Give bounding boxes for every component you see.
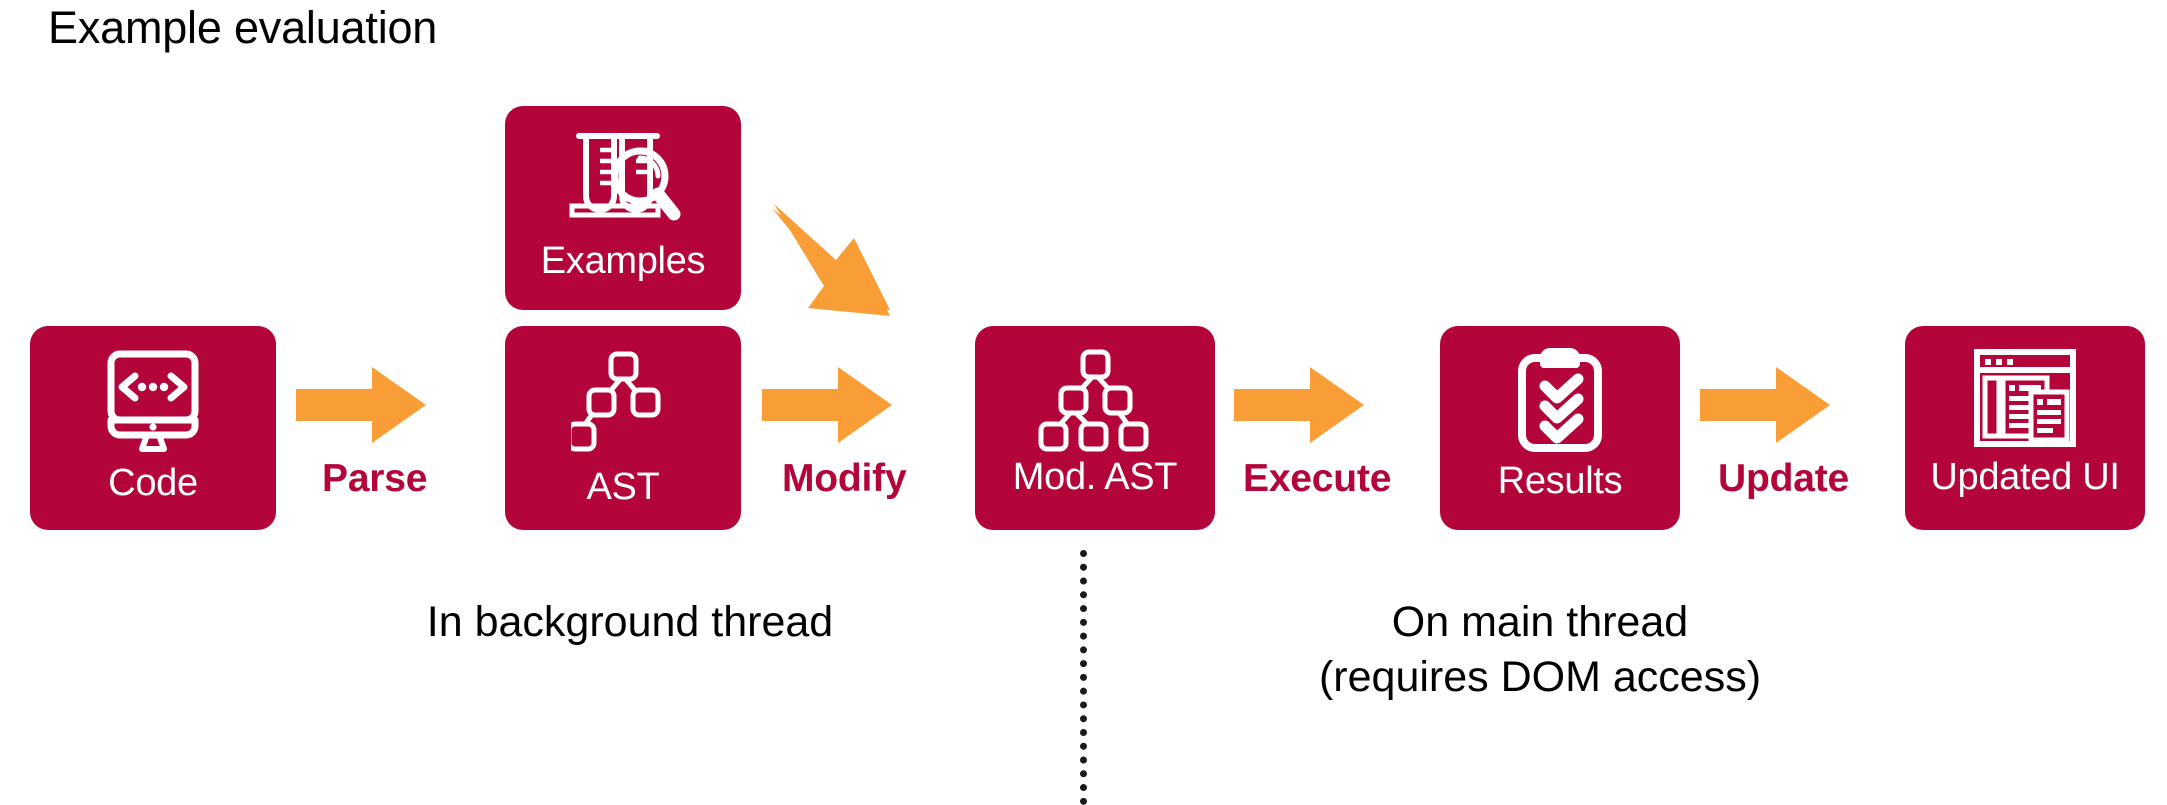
caption-background-line-1: In background thread bbox=[426, 598, 834, 646]
caption-background-thread: In background thread bbox=[230, 595, 1030, 650]
arrow-label-update: Update bbox=[1718, 457, 1849, 500]
monitor-code-icon bbox=[97, 350, 209, 454]
node-mod-ast[interactable]: Mod. AST bbox=[975, 326, 1215, 530]
arrow-execute-icon bbox=[1234, 367, 1364, 443]
tree-four-node-icon bbox=[571, 350, 675, 454]
arrow-label-execute: Execute bbox=[1243, 457, 1392, 500]
node-examples-label: Examples bbox=[540, 240, 706, 282]
tree-six-node-icon bbox=[1037, 348, 1153, 452]
test-tubes-magnifier-icon bbox=[564, 124, 682, 230]
node-code-label: Code bbox=[108, 462, 198, 504]
caption-main-line-2: (requires DOM access) bbox=[1318, 653, 1762, 702]
arrow-parse-icon bbox=[296, 367, 426, 443]
node-examples[interactable]: Examples bbox=[505, 106, 741, 310]
thread-divider bbox=[1080, 550, 1087, 805]
node-ast[interactable]: AST bbox=[505, 326, 741, 530]
node-results[interactable]: Results bbox=[1440, 326, 1680, 530]
clipboard-checklist-icon bbox=[1512, 348, 1608, 452]
node-updated-ui[interactable]: Updated UI bbox=[1905, 326, 2145, 530]
arrow-label-parse: Parse bbox=[322, 457, 428, 500]
node-ast-label: AST bbox=[586, 466, 660, 508]
node-results-label: Results bbox=[1497, 460, 1623, 502]
caption-main-thread: On main thread (requires DOM access) bbox=[1140, 595, 1940, 705]
page-title: Example evaluation bbox=[48, 2, 438, 53]
arrow-label-modify: Modify bbox=[782, 457, 907, 500]
arrow-update-icon bbox=[1700, 367, 1830, 443]
node-mod-ast-label: Mod. AST bbox=[1012, 456, 1178, 498]
caption-main-line-1: On main thread bbox=[1391, 598, 1689, 646]
browser-window-icon bbox=[1973, 348, 2077, 448]
node-code[interactable]: Code bbox=[30, 326, 276, 530]
node-updated-ui-label: Updated UI bbox=[1930, 456, 2120, 498]
arrow-modify-icon bbox=[762, 367, 892, 443]
arrow-examples-to-mod-ast-icon bbox=[770, 190, 930, 322]
